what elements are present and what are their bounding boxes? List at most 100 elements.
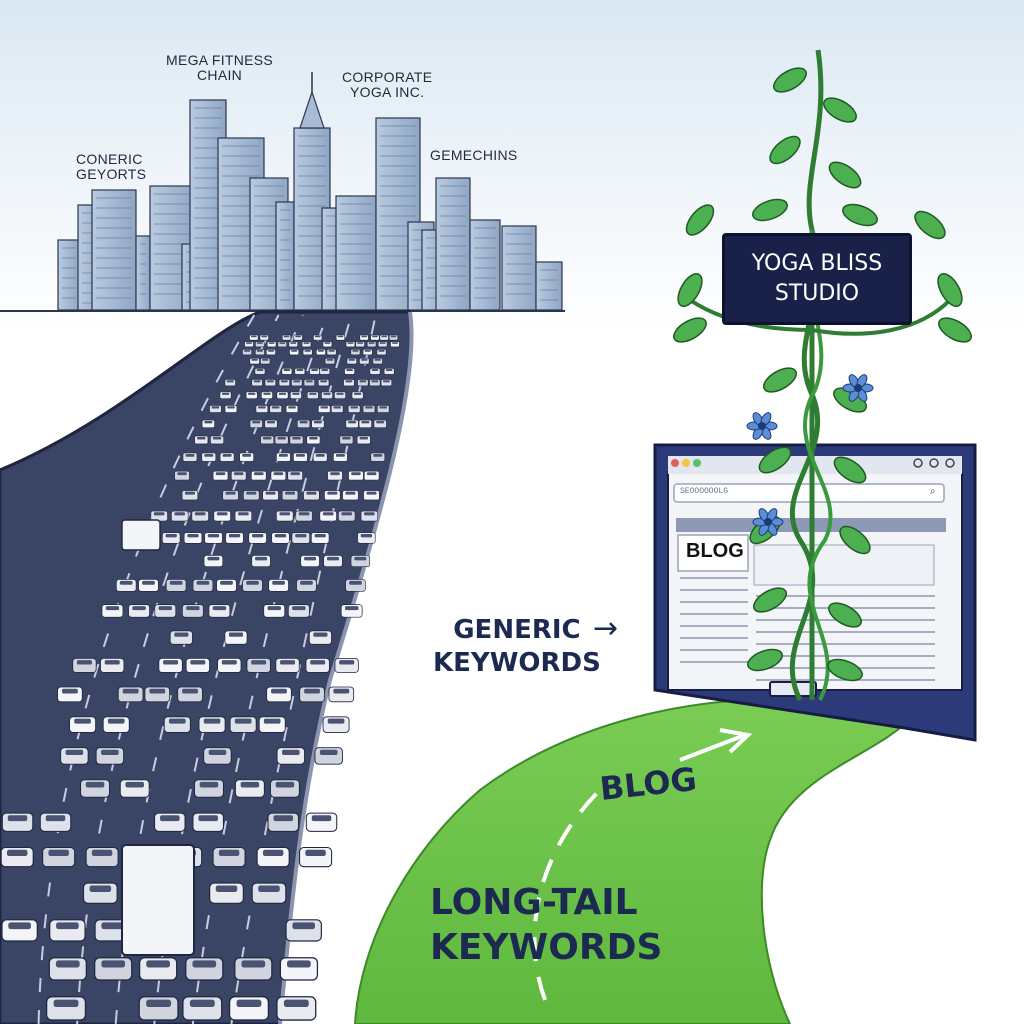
leaf [758,446,792,474]
car-windshield [295,335,301,338]
car-windshield [328,349,335,352]
car-windshield [228,632,244,637]
car-windshield [149,688,166,694]
traffic-cars [0,334,400,1021]
van [121,519,161,551]
car-windshield [262,849,284,856]
car-windshield [256,349,263,352]
car-windshield [351,472,361,476]
car-windshield [306,491,317,495]
car-windshield [196,580,210,585]
car-windshield [271,688,287,694]
car-windshield [194,512,206,516]
lane-markings [37,314,377,1024]
building [501,225,537,311]
studio-sign-title: YOGA BLISS STUDIO [751,251,883,306]
car-windshield [341,512,353,516]
car-windshield [287,960,311,968]
car-windshield [361,335,367,338]
car-windshield [278,454,288,457]
car-windshield [261,335,267,338]
car-windshield [222,454,232,457]
car-windshield [348,421,357,424]
building [469,219,501,311]
leaf [937,273,963,307]
car-windshield [379,342,386,344]
leaf [823,97,857,123]
car-windshield [319,749,338,755]
car-windshield [258,406,266,409]
building [335,195,377,311]
car-windshield [107,718,125,724]
flower-center [854,384,862,392]
car-windshield [101,960,126,968]
car-windshield [251,660,267,665]
car-windshield [244,349,251,352]
car-windshield [310,660,326,665]
car-windshield [251,335,257,338]
car-windshield [371,380,379,383]
car-windshield [337,335,344,338]
car-windshield [300,580,313,585]
label-mega-fitness-chain: MEGA FITNESS CHAIN [166,52,274,84]
car-windshield [218,849,240,856]
car-windshield [347,342,354,344]
car-windshield [45,815,66,822]
car-windshield [280,660,296,665]
car-windshield [207,533,220,538]
car-windshield [240,781,260,788]
car-windshield [283,369,291,371]
car-windshield [119,580,133,585]
car-windshield [311,369,318,371]
car-windshield [236,999,262,1008]
building [275,201,295,311]
car-windshield [373,454,383,457]
car-windshield [246,491,257,495]
car-windshield [304,556,317,561]
car-windshield [241,960,266,968]
car-windshield [273,472,284,476]
car-windshield [278,392,287,395]
car-windshield [174,632,189,637]
car-windshield [383,380,390,383]
car-windshield [165,533,177,538]
car-windshield [262,436,272,440]
leaf [833,456,867,484]
car-windshield [267,421,276,424]
label-gemechins: GEMECHINS [430,147,518,163]
car-windshield [56,922,79,930]
leaf [673,317,707,343]
car-windshield [298,512,310,516]
generic-keywords-arrow-icon: → [593,611,619,646]
car-windshield [263,718,281,724]
car-windshield [279,342,286,344]
car-windshield [8,922,31,930]
building [435,177,471,311]
leaf [914,210,946,240]
car-windshield [323,392,331,395]
car-windshield [263,392,271,395]
car-windshield [228,533,241,538]
car-windshield [292,392,300,395]
car-windshield [339,660,355,665]
car-windshield [153,512,165,516]
car-windshield [379,406,387,409]
lane-line [37,314,256,1024]
car-windshield [101,749,119,755]
car-windshield [216,512,228,516]
growing-vine [673,49,972,702]
car-windshield [256,342,263,344]
car-windshield [220,580,233,585]
car-windshield [320,406,329,409]
car-windshield [182,688,198,694]
car-windshield [279,512,291,516]
building [135,235,151,311]
car-windshield [91,849,113,856]
flower-center [764,518,772,526]
car-windshield [225,491,236,495]
search-icon: ⌕ [930,486,936,497]
car-windshield [366,472,377,476]
car-windshield [146,960,171,968]
car-windshield [158,606,172,611]
car-windshield [207,556,220,561]
